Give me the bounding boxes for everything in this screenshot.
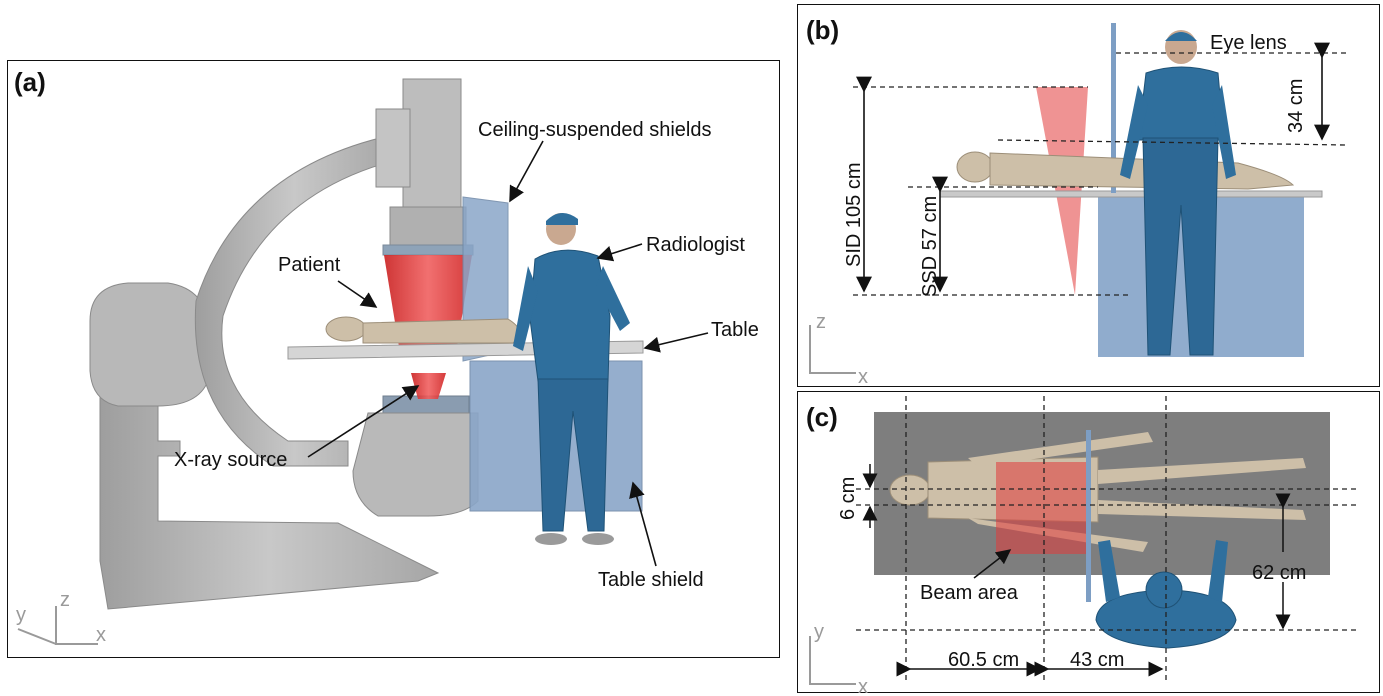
x-ray-beam-lower	[411, 373, 446, 399]
callout-table: Table	[711, 319, 759, 341]
label-sid: SID 105 cm	[843, 163, 865, 267]
ceiling-shield-c	[1086, 430, 1091, 602]
beam-area	[996, 462, 1088, 554]
callout-radiologist: Radiologist	[646, 234, 745, 256]
callout-patient: Patient	[278, 254, 341, 276]
axes-a: y z x	[16, 589, 106, 646]
panel-b-illustration: (b) SID 105 cm SSD 57 cm 34 cm Eye lens …	[806, 15, 1347, 388]
axis-x-c: x	[858, 676, 868, 694]
label-distance-x1: 60.5 cm	[948, 649, 1019, 671]
axis-x-a: x	[96, 624, 106, 646]
callout-beam-area: Beam area	[920, 582, 1019, 604]
label-distance-x2: 43 cm	[1070, 649, 1124, 671]
radiologist-top	[1095, 540, 1237, 649]
table-b	[939, 190, 1323, 198]
panel-label-c: (c)	[806, 402, 838, 432]
label-ssd: SSD 57 cm	[919, 196, 941, 297]
label-distance-y: 62 cm	[1252, 562, 1306, 584]
callout-ceiling-shields: Ceiling-suspended shields	[478, 119, 711, 141]
panel-c: (c) 6 cm 62 cm 60.5 cm 43 cm Beam ar	[797, 391, 1380, 694]
panel-label-a: (a)	[14, 67, 46, 97]
beam-area-arrow	[973, 549, 1012, 579]
axes-b: z x	[809, 311, 868, 388]
axis-y-c: y	[814, 621, 824, 643]
label-eye-height: 34 cm	[1285, 79, 1307, 133]
ceiling-shield-b	[1111, 23, 1116, 193]
label-offset-y: 6 cm	[837, 477, 859, 520]
panel-a: (a) Ceiling-su	[7, 60, 780, 658]
panel-c-illustration: (c) 6 cm 62 cm 60.5 cm 43 cm Beam ar	[806, 396, 1356, 694]
panel-b: (b) SID 105 cm SSD 57 cm 34 cm Eye lens …	[797, 4, 1380, 388]
dimension-guides-b	[853, 52, 1347, 296]
axis-y-a: y	[16, 604, 26, 626]
radiologist-b	[1120, 30, 1236, 356]
callout-x-ray-source: X-ray source	[174, 449, 287, 471]
panel-a-illustration: (a) Ceiling-su	[14, 67, 759, 646]
dimension-guides-c	[856, 396, 1356, 682]
panel-label-b: (b)	[806, 15, 839, 45]
axis-x-b: x	[858, 366, 868, 388]
radiologist	[513, 212, 630, 545]
axis-z-b: z	[816, 311, 826, 333]
patient	[325, 316, 520, 344]
axis-z-a: z	[60, 589, 70, 611]
callout-eye-lens: Eye lens	[1210, 32, 1287, 54]
axes-c: y x	[809, 621, 868, 694]
callout-table-shield: Table shield	[598, 569, 704, 591]
